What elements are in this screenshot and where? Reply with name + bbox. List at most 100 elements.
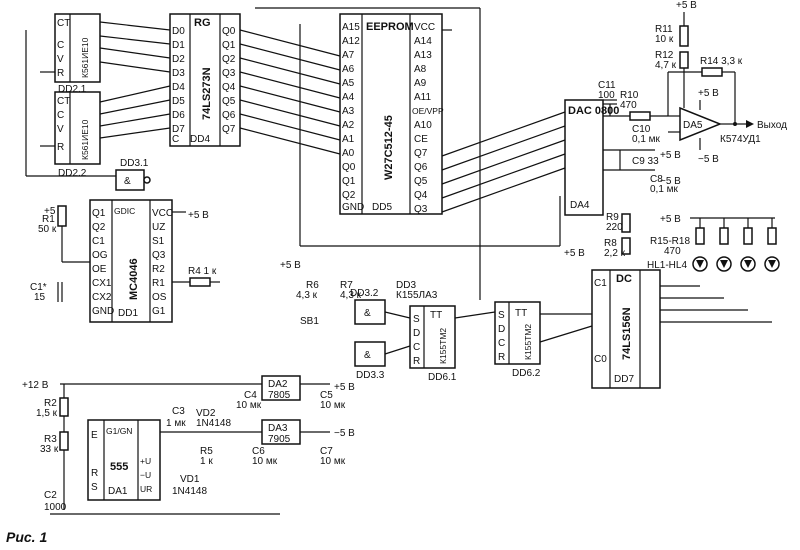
resistor-r1-value: 50 к xyxy=(38,224,57,235)
resistor-r11-value: 10 к xyxy=(655,34,674,45)
pin-label: S xyxy=(413,314,420,325)
pin-label: S xyxy=(498,310,505,321)
chip-dd5: A15 A12 A7 A6 A5 A4 A3 A2 A1 A0 Q0 Q1 Q2… xyxy=(339,13,444,215)
chip-ref: DA2 xyxy=(268,379,288,390)
chip-part: W27C512-45 xyxy=(383,115,395,180)
opamp-label: DA5 xyxy=(683,120,703,131)
led-resistor xyxy=(695,227,705,245)
pin-label: C xyxy=(498,338,505,349)
led-diode-icon xyxy=(768,260,776,268)
capacitor-c11-value: 100 xyxy=(598,90,615,101)
chip-part: К574УД1 xyxy=(720,134,761,145)
chip-part: 74LS273N xyxy=(201,67,213,120)
gate-symbol: & xyxy=(364,308,371,319)
resistor-r10-value: 470 xyxy=(620,100,637,111)
capacitor-c7: C7 xyxy=(320,446,333,457)
resistor-r15-r18: R15-R18 xyxy=(650,236,690,247)
chip-ref: DD6.1 xyxy=(428,372,457,383)
resistor-r9: R9 xyxy=(606,212,619,223)
chip-ref: DD5 xyxy=(372,202,392,213)
resistor-r9-value: 220 xyxy=(606,222,623,233)
pin-label: A7 xyxy=(342,50,355,61)
resistor-r11: R11 xyxy=(655,24,673,35)
pin-label: EEPROM xyxy=(366,21,414,33)
pin-label: D4 xyxy=(172,82,185,93)
rail-label: +5 В xyxy=(44,206,65,217)
capacitor-c8: C8 xyxy=(650,174,663,185)
resistor-r7: R7 xyxy=(340,280,353,291)
pin-label: A14 xyxy=(414,36,432,47)
dac-ref-network: R9 220 R8 2,2 к xyxy=(604,212,631,259)
capacitor-c4-value: 10 мк xyxy=(236,400,262,411)
pin-label: R xyxy=(57,142,64,153)
capacitor-c5: C5 xyxy=(320,390,333,401)
pin-label: Q6 xyxy=(414,162,428,173)
pin-label: A11 xyxy=(414,92,431,103)
switch-sb1[interactable]: SB1 xyxy=(300,316,319,327)
pin-label: Q2 xyxy=(92,222,106,233)
resistor-r5: R5 xyxy=(200,446,213,457)
pin-label: Q0 xyxy=(222,26,236,37)
pin-label: D2 xyxy=(172,54,185,65)
pin-label: Q7 xyxy=(414,148,428,159)
diode-vd1-value: 1N4148 xyxy=(172,486,207,497)
pin-label: GND xyxy=(92,306,114,317)
pin-label: V xyxy=(57,124,64,135)
pin-label: Q5 xyxy=(414,176,428,187)
capacitor-c2: C2 xyxy=(44,490,57,501)
chip-dd6-2: S D C R TT К155ТМ2 DD6.2 xyxy=(494,301,541,379)
pin-label: A4 xyxy=(342,92,355,103)
chip-ref: DA1 xyxy=(108,486,128,497)
chip-part: К561ИЕ10 xyxy=(80,37,90,78)
pin-label: D6 xyxy=(172,110,185,121)
gate-dd3-1: & DD3.1 xyxy=(115,158,151,191)
chip-ref: DA3 xyxy=(268,423,288,434)
pin-label: +U xyxy=(140,456,151,466)
chip-part: MC4046 xyxy=(128,258,140,300)
pin-label: V xyxy=(57,54,64,65)
diode-vd1: VD1 xyxy=(180,474,200,485)
chip-ref: DD3 xyxy=(396,280,416,291)
resistor-r12-value: 4,7 к xyxy=(655,60,677,71)
chip-ref: DD2.1 xyxy=(58,84,87,95)
pin-label: Q2 xyxy=(342,190,356,201)
chip-part: К155ТМ2 xyxy=(438,328,448,364)
chip-ref: DD7 xyxy=(614,374,634,385)
rail-label: +5 В xyxy=(660,150,681,161)
pin-label: C xyxy=(57,110,64,121)
pin-label: A5 xyxy=(342,78,355,89)
chip-part: К561ИЕ10 xyxy=(80,119,90,160)
pin-label: OG xyxy=(92,250,108,261)
capacitor-c11: C11 xyxy=(598,80,616,91)
led-resistor xyxy=(719,227,729,245)
pin-label: GDIC xyxy=(114,206,135,216)
figure-caption: Рис. 1 xyxy=(6,529,47,545)
pin-label: Q3 xyxy=(414,204,428,215)
pin-label: S xyxy=(91,482,98,493)
rail-label: −5 В xyxy=(660,176,681,187)
pin-label: OE/VPP xyxy=(412,106,444,116)
pin-label: CX2 xyxy=(92,292,112,303)
pin-label: C1 xyxy=(594,278,607,289)
rail-label: +5 В xyxy=(660,214,681,225)
resistor-r1: R1 xyxy=(42,214,55,225)
resistor-r7-value: 4,3 к xyxy=(340,290,362,301)
pin-label: Q4 xyxy=(414,190,428,201)
resistor-r6-value: 4,3 к xyxy=(296,290,318,301)
gate-ref: DD3.1 xyxy=(120,158,149,169)
pin-label: Q1 xyxy=(92,208,106,219)
pin-label: Q1 xyxy=(222,40,236,51)
pin-label: CE xyxy=(414,134,428,145)
pin-label: RG xyxy=(194,17,211,29)
chip-ref: DD1 xyxy=(118,308,138,319)
pin-label: R xyxy=(57,68,64,79)
chip-da3: DA3 7905 −5 В C6 10 мк C7 10 мк xyxy=(252,419,355,467)
led-hl1-hl4: HL1-HL4 xyxy=(647,260,687,271)
chip-dd2-1: CT C V R К561ИЕ10 DD2.1 xyxy=(54,13,101,95)
pin-label: Q7 xyxy=(222,124,236,135)
oscillator-parts: +5 В R1 50 к C1* 15 xyxy=(30,205,67,303)
capacitor-c6: C6 xyxy=(252,446,265,457)
pin-label: D5 xyxy=(172,96,185,107)
debounce-parts: +5 В R6 4,3 к R7 4,3 к SB1 DD3 К155ЛА3 xyxy=(280,260,438,327)
